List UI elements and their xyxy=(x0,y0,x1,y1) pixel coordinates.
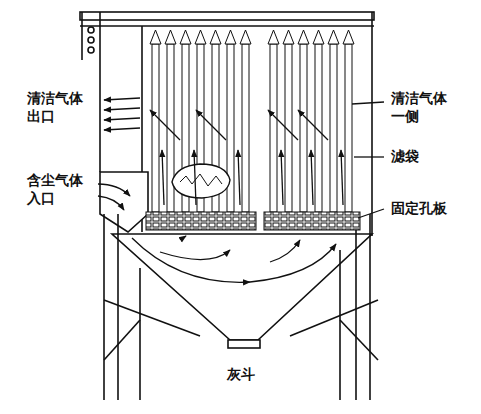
roof xyxy=(80,12,374,20)
flow-arrow xyxy=(104,128,140,130)
venturi-nozzle xyxy=(343,30,354,44)
brace xyxy=(104,320,140,360)
flow-arrow xyxy=(98,196,124,210)
venturi-nozzle xyxy=(268,30,279,44)
flow-arrow xyxy=(104,118,140,120)
hopper xyxy=(112,234,372,340)
venturi-nozzle xyxy=(225,30,236,44)
valve xyxy=(88,47,94,53)
discharge-valve xyxy=(228,340,260,348)
leader-line xyxy=(354,156,384,157)
tube-sheet xyxy=(264,212,360,230)
filter-bag xyxy=(345,44,352,212)
flow-arrow xyxy=(194,150,196,205)
leg xyxy=(355,214,357,400)
leg xyxy=(117,214,119,400)
brace xyxy=(104,300,200,336)
valve xyxy=(88,27,94,33)
flow-arrow xyxy=(104,98,140,100)
leg xyxy=(339,250,341,400)
flow-arrow xyxy=(180,236,186,240)
part-label: 滤袋 xyxy=(390,148,420,166)
cutaway xyxy=(172,164,230,198)
brace xyxy=(340,320,378,360)
leg xyxy=(139,268,141,400)
flow-arrow xyxy=(104,108,140,110)
venturi-nozzle xyxy=(313,30,324,44)
tube-sheet xyxy=(146,212,256,230)
venturi-nozzle xyxy=(210,30,221,44)
brace xyxy=(290,300,378,336)
leader-line xyxy=(352,102,384,104)
filter-bag xyxy=(152,44,159,212)
inlet-duct xyxy=(100,172,148,232)
leg xyxy=(369,214,371,400)
venturi-nozzle xyxy=(150,30,161,44)
flow-arrow xyxy=(162,150,164,205)
part-label: 含尘气体 入口 xyxy=(26,172,91,207)
column xyxy=(99,12,101,172)
leg xyxy=(103,214,105,400)
venturi-nozzle xyxy=(283,30,294,44)
part-label: 固定孔板 xyxy=(390,200,448,218)
roof-line xyxy=(80,25,374,27)
part-label: 清洁气体 出口 xyxy=(26,90,91,125)
column xyxy=(81,12,83,60)
housing-wall xyxy=(371,12,373,236)
venturi-nozzle xyxy=(240,30,251,44)
part-label: 清洁气体 一侧 xyxy=(390,90,455,125)
venturi-nozzle xyxy=(165,30,176,44)
flow-arrow xyxy=(341,150,343,205)
flow-arrow xyxy=(298,110,328,140)
filter-bag xyxy=(242,44,249,212)
filter-bag xyxy=(330,44,337,212)
part-label: 灰斗 xyxy=(226,366,256,384)
flow-arrow xyxy=(238,150,240,205)
flow-arrow xyxy=(98,184,130,196)
venturi-nozzle xyxy=(298,30,309,44)
flow-arrow xyxy=(268,110,298,140)
filter-bag xyxy=(270,44,277,212)
cutaway-fabric xyxy=(180,174,222,186)
venturi-nozzle xyxy=(195,30,206,44)
venturi-nozzle xyxy=(180,30,191,44)
filter-bag xyxy=(300,44,307,212)
flow-arrow xyxy=(281,150,283,205)
flow-arrow xyxy=(311,150,313,205)
leader-line xyxy=(358,209,384,218)
flow-arrow xyxy=(270,240,300,262)
valve xyxy=(88,37,94,43)
venturi-nozzle xyxy=(328,30,339,44)
flow-arrow xyxy=(196,110,226,140)
flow-arrow xyxy=(150,110,180,140)
flow-arrow xyxy=(132,238,250,282)
flow-arrow xyxy=(160,250,230,260)
